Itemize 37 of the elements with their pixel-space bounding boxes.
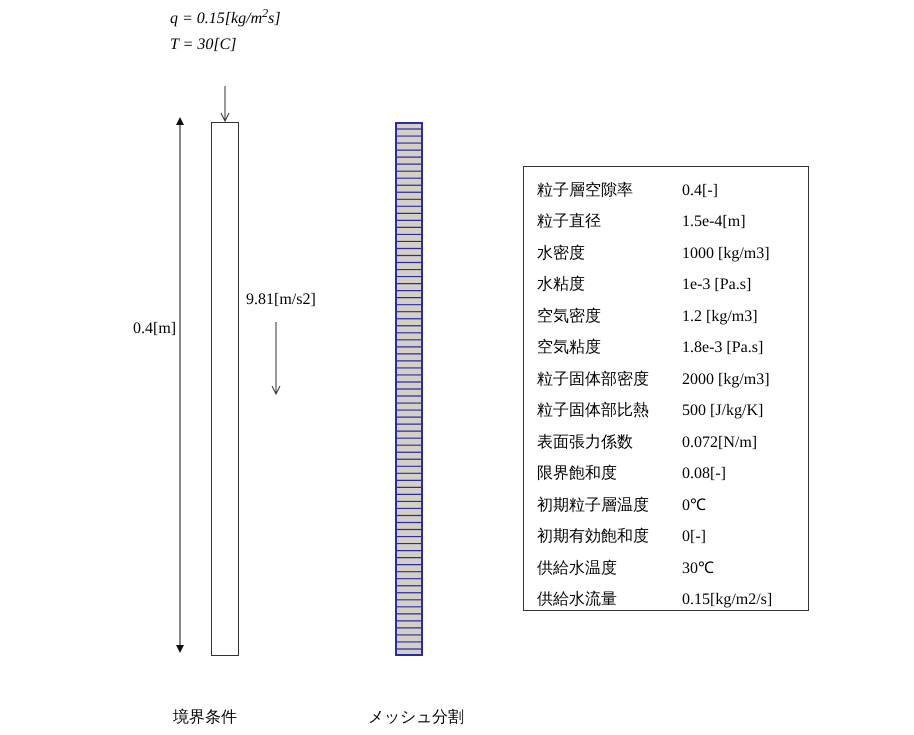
parameter-value: 2000 [kg/m3] (682, 370, 770, 390)
parameter-name: 供給水温度 (537, 558, 618, 579)
parameter-value: 1000 [kg/m3] (682, 244, 770, 264)
parameter-value: 0.072[N/m] (682, 432, 758, 453)
mesh-drawing (395, 122, 423, 656)
parameter-name: 空気密度 (537, 306, 602, 327)
parameter-name: 粒子直径 (537, 212, 602, 232)
parameter-name: 粒子層空隙率 (537, 180, 634, 201)
parameter-name: 初期有効飽和度 (537, 526, 650, 548)
parameter-name: 限界飽和度 (537, 464, 618, 484)
parameter-value: 1.5e-4[m] (682, 212, 746, 232)
column-box (211, 122, 239, 656)
parameter-name: 表面張力係数 (537, 432, 634, 453)
parameter-value: 500 [J/kg/K] (682, 401, 764, 422)
gravity-label: 9.81[m/s2] (246, 290, 316, 310)
parameter-name: 水粘度 (537, 274, 586, 296)
parameter-name: 水密度 (537, 244, 586, 264)
parameter-value: 0℃ (682, 496, 706, 516)
node-label: 境界条件 (173, 708, 237, 728)
parameter-value: 1.2 [kg/m3] (682, 306, 758, 327)
parameter-name: 粒子固体部比熱 (537, 400, 650, 422)
node-label: メッシュ分割 (368, 708, 464, 728)
parameter-value: 0.4[-] (682, 180, 718, 201)
parameter-name: 粒子固体部密度 (537, 370, 650, 390)
arrow (220, 86, 230, 122)
formula-text: q = 0.15[kg/m$^{2}$s] (170, 8, 281, 29)
parameter-name: 初期粒子層温度 (537, 496, 650, 516)
dimension-label: 0.4[m] (133, 319, 176, 339)
parameter-value: 0.08[-] (682, 464, 726, 484)
parameter-name: 供給水流量 (537, 590, 618, 610)
parameter-name: 空気粘度 (537, 338, 602, 358)
formula-text: T = 30[C] (170, 35, 237, 55)
parameter-value: 0.15[kg/m2/s] (682, 590, 772, 610)
parameter-value: 0[-] (682, 527, 706, 548)
parameter-value: 1e-3 [Pa.s] (682, 275, 752, 296)
parameter-value: 30℃ (682, 558, 714, 579)
parameter-value: 1.8e-3 [Pa.s] (682, 338, 764, 358)
